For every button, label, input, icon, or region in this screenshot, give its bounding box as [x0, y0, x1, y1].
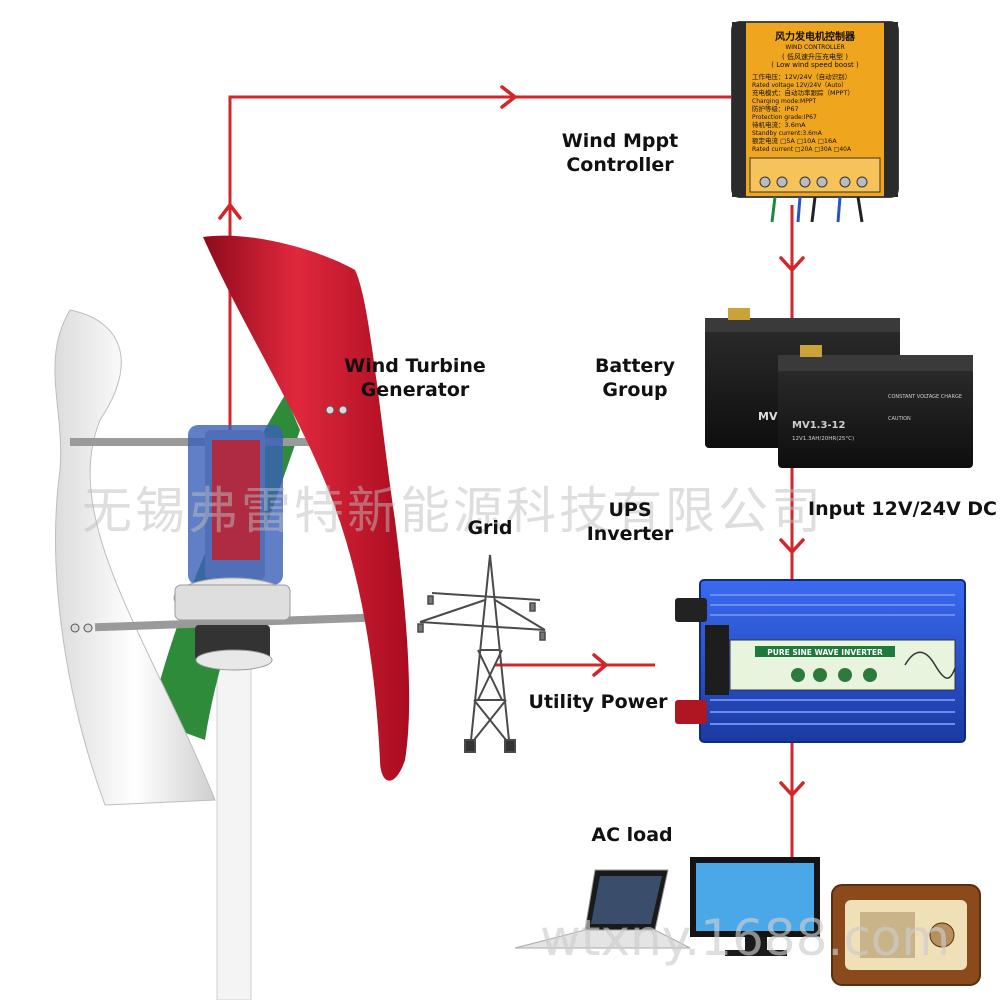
terminal-screws-icon	[759, 176, 868, 188]
ac-load-label: AC load	[582, 823, 682, 847]
ups-inverter-device: PURE SINE WAVE INVERTER	[675, 579, 966, 743]
inverter-banner-bar	[755, 646, 895, 657]
monitor-icon	[690, 857, 820, 956]
controller-spec-5: 防护等级：IP67	[752, 104, 799, 113]
flow-lines	[228, 95, 794, 862]
controller-title-en: WIND CONTROLLER	[785, 44, 844, 51]
battery-front-header: CONSTANT VOLTAGE CHARGE	[888, 394, 962, 400]
ac-load-devices	[514, 857, 981, 986]
controller-wires	[770, 196, 864, 223]
inverter-fan	[705, 625, 729, 695]
inverter-label-line1: UPS	[608, 499, 652, 521]
controller-spec-1: 工作电压：12V/24V（自动识别）	[752, 72, 851, 81]
arrow-down-icon	[779, 256, 805, 272]
controller-heatsink-left	[732, 22, 746, 197]
turbine-to-controller-line	[228, 95, 738, 435]
radio-icon	[831, 884, 981, 986]
grid-tower-icon	[417, 554, 546, 753]
grid-label: Grid	[460, 516, 520, 540]
utility-power-label: Utility Power	[528, 690, 668, 714]
flow-arrows	[218, 85, 805, 797]
inverter-terminals	[675, 598, 707, 724]
controller-subtitle-en: ( Low wind speed boost )	[771, 61, 859, 69]
arrow-down-icon	[779, 538, 805, 554]
watermark-site: wtxny.1688.com	[540, 909, 950, 967]
arrow-up-icon	[218, 203, 242, 220]
controller-label-line1: Wind Mppt	[561, 130, 679, 152]
controller-subtitle-cn: ( 低风速升压充电型 )	[782, 52, 848, 61]
controller-terminal-strip	[749, 157, 881, 193]
inverter-label: UPS Inverter	[575, 498, 685, 546]
turbine-pole	[216, 654, 252, 1000]
controller-spec-10: Rated current □20A □30A □40A	[752, 146, 852, 153]
battery-front-terminal	[800, 345, 822, 357]
input-dc-label-text: Input 12V/24V DC	[808, 498, 997, 520]
controller-heatsink-right	[884, 22, 898, 197]
controller-title-cn: 风力发电机控制器	[775, 30, 856, 43]
turbine-label-line1: Wind Turbine	[344, 355, 486, 377]
generator-coil	[212, 440, 260, 560]
controller-spec-3: 充电模式：自动功率跟踪（MPPT）	[752, 88, 854, 97]
turbine-label: Wind Turbine Generator	[340, 354, 490, 402]
ac-load-label-text: AC load	[591, 824, 673, 846]
controller-spec-2: Rated voltage 12V/24V（Auto）	[752, 82, 847, 89]
battery-label-line2: Group	[602, 379, 668, 401]
blade-bolts-icon	[70, 405, 348, 633]
red-blade	[203, 235, 410, 781]
battery-back-top	[705, 318, 900, 332]
battery-label-line1: Battery	[594, 355, 676, 377]
controller-spec-4: Charging mode:MPPT	[752, 98, 816, 105]
sine-wave-icon	[904, 651, 956, 679]
controller-spec-9: 额定电流 □5A □10A □16A	[752, 136, 837, 145]
inverter-label-line2: Inverter	[586, 523, 674, 545]
input-dc-label: Input 12V/24V DC	[808, 497, 997, 521]
grid-label-text: Grid	[467, 517, 513, 539]
wind-turbine-illustration	[54, 235, 410, 1000]
lower-arm	[94, 612, 396, 632]
battery-front-top	[778, 355, 973, 371]
controller-spec-6: Protection grade:IP67	[752, 114, 817, 121]
battery-label: Battery Group	[585, 354, 685, 402]
mppt-controller-device: 风力发电机控制器 WIND CONTROLLER ( 低风速升压充电型 ) ( …	[731, 21, 899, 223]
battery-front-model: MV1.3-12	[792, 420, 846, 431]
watermark-company: 无锡弗雷特新能源科技有限公司	[82, 482, 824, 540]
pole-flange	[195, 649, 273, 671]
laptop-icon	[514, 869, 691, 949]
arrow-down-icon	[779, 781, 805, 797]
controller-label: Wind Mppt Controller	[545, 129, 695, 177]
controller-spec-7: 待机电流：3.6mA	[752, 120, 806, 129]
inverter-indicator-icons	[791, 668, 877, 682]
battery-group-device: MV1 MV1.3-12 12V1.3AH/20HR(25°C) CONSTAN…	[705, 308, 973, 468]
arrow-right-icon	[500, 85, 517, 109]
battery-front-body	[778, 368, 973, 468]
white-blade	[54, 309, 216, 806]
generator-housing	[174, 584, 291, 621]
battery-back-terminal	[728, 308, 750, 320]
utility-power-label-text: Utility Power	[528, 691, 668, 713]
turbine-label-line2: Generator	[360, 379, 470, 401]
arrow-right-icon	[592, 653, 608, 677]
inverter-banner: PURE SINE WAVE INVERTER	[767, 648, 883, 657]
controller-spec-8: Standby current:3.6mA	[752, 130, 823, 137]
inverter-fins	[710, 594, 955, 725]
battery-front-spec: 12V1.3AH/20HR(25°C)	[792, 436, 854, 442]
battery-front-caution: CAUTION	[888, 416, 911, 422]
battery-front: MV1.3-12 12V1.3AH/20HR(25°C) CONSTANT VO…	[778, 345, 973, 468]
controller-label-line2: Controller	[566, 154, 674, 176]
